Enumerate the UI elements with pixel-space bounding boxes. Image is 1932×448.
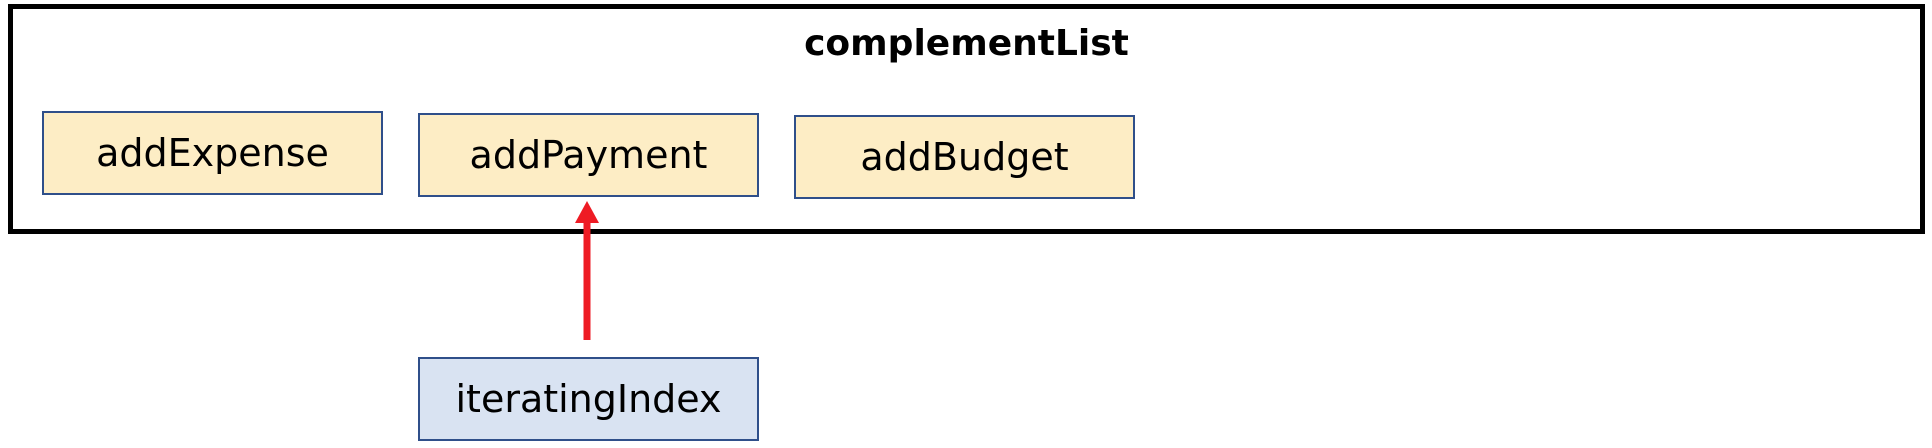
list-item-label: addExpense	[96, 131, 329, 175]
list-item-add-expense: addExpense	[42, 111, 383, 195]
pointer-label: iteratingIndex	[455, 377, 722, 421]
list-item-add-payment: addPayment	[418, 113, 759, 197]
iterating-index-box: iteratingIndex	[418, 357, 759, 441]
list-item-label: addBudget	[860, 135, 1069, 179]
container-title: complementList	[804, 23, 1129, 64]
list-item-label: addPayment	[469, 133, 708, 177]
list-item-add-budget: addBudget	[794, 115, 1135, 199]
